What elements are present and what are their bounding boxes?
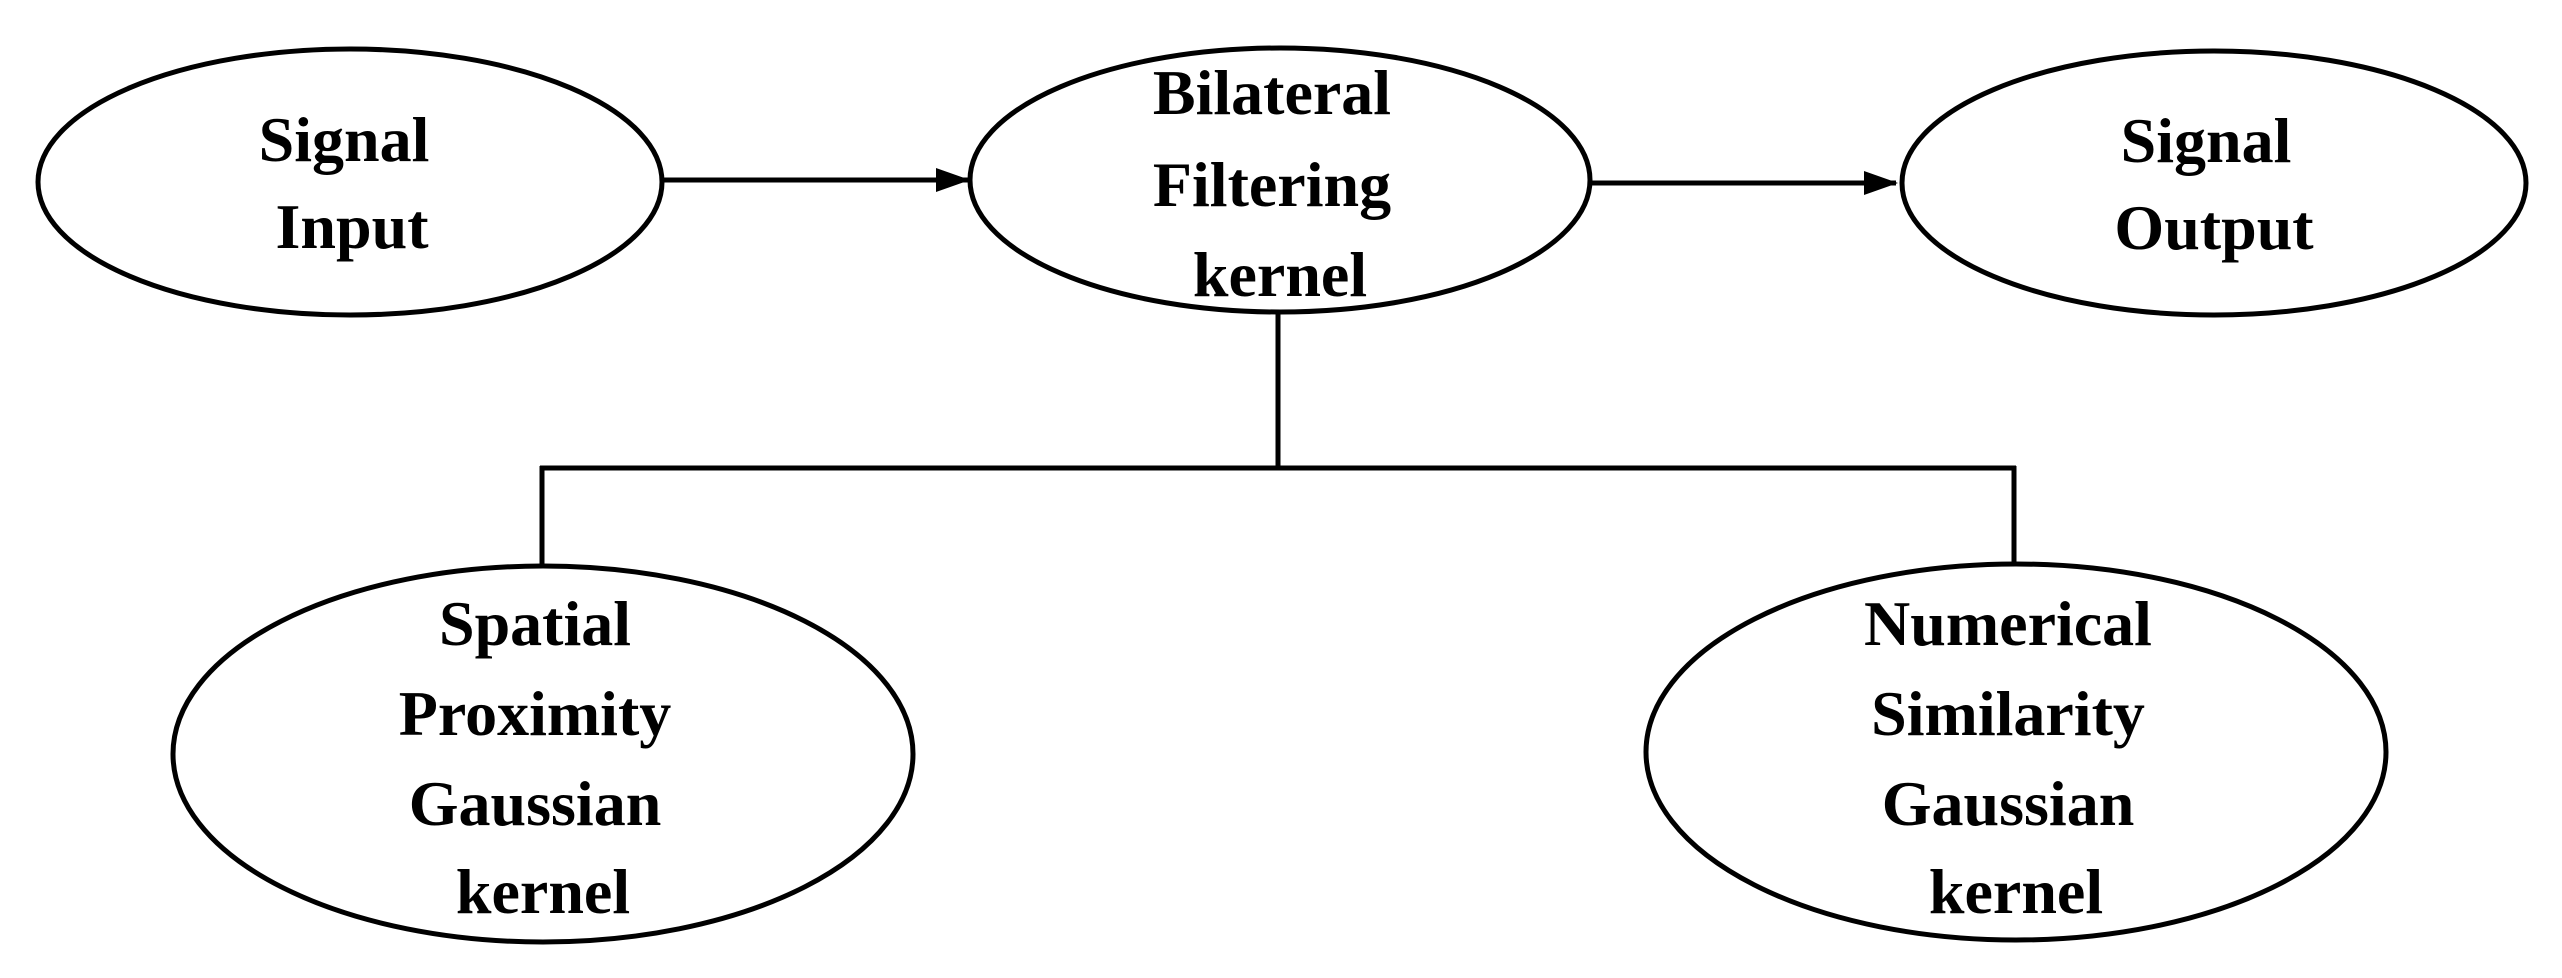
node-signal-output-shape	[1899, 48, 2529, 318]
node-spatial-kernel-line-2: Proximity	[399, 678, 672, 749]
node-bilateral-kernel-line-3: kernel	[1193, 239, 1367, 310]
node-signal-input-shape	[35, 46, 665, 318]
node-signal-input: Signal Input	[35, 46, 665, 318]
node-spatial-kernel-line-3: Gaussian	[409, 768, 662, 839]
node-spatial-kernel: Spatial Proximity Gaussian kernel	[170, 563, 916, 945]
node-signal-output: Signal Output	[1899, 48, 2529, 318]
node-signal-output-line-2: Output	[2114, 192, 2314, 263]
node-bilateral-kernel: Bilateral Filtering kernel	[967, 45, 1593, 315]
node-spatial-kernel-line-1: Spatial	[439, 588, 631, 659]
node-spatial-kernel-shape	[170, 563, 916, 945]
node-signal-input-line-1: Signal	[259, 104, 430, 175]
node-spatial-kernel-line-4: kernel	[456, 856, 630, 927]
node-numerical-kernel-shape	[1643, 561, 2389, 943]
node-signal-input-label: Signal Input	[259, 104, 446, 262]
node-numerical-kernel-line-1: Numerical	[1864, 588, 2152, 659]
node-bilateral-kernel-label: Bilateral Filtering kernel	[1153, 57, 1407, 310]
node-numerical-kernel: Numerical Similarity Gaussian kernel	[1643, 561, 2389, 943]
node-signal-output-label: Signal Output	[2114, 105, 2314, 263]
node-numerical-kernel-line-3: Gaussian	[1882, 768, 2135, 839]
node-bilateral-kernel-line-1: Bilateral	[1153, 57, 1391, 128]
node-signal-output-line-1: Signal	[2121, 105, 2292, 176]
node-signal-input-line-2: Input	[276, 191, 430, 262]
node-bilateral-kernel-shape	[967, 45, 1593, 315]
edges	[539, 168, 2017, 566]
node-bilateral-kernel-line-2: Filtering	[1153, 149, 1391, 220]
node-numerical-kernel-label: Numerical Similarity Gaussian kernel	[1864, 588, 2168, 927]
node-numerical-kernel-line-2: Similarity	[1871, 678, 2145, 749]
node-numerical-kernel-line-4: kernel	[1929, 856, 2103, 927]
node-spatial-kernel-label: Spatial Proximity Gaussian kernel	[399, 588, 688, 927]
